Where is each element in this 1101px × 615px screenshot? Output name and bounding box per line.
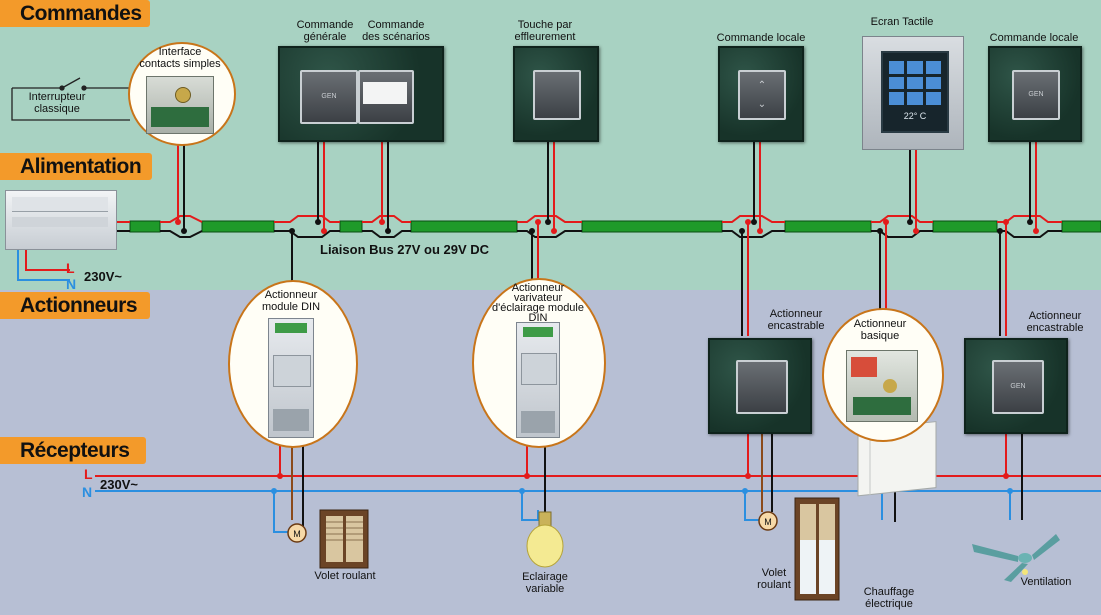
actionneur-encastrable-2-label: Actionneur encastrable [1026, 310, 1084, 334]
shutter-icon [794, 497, 840, 601]
commande-locale-2-label: Commande locale [989, 32, 1079, 44]
touch-key[interactable] [533, 70, 581, 120]
actionneur-encastrable-1-label: Actionneur encastrable [767, 308, 825, 332]
recv-N-label: N [82, 484, 93, 500]
eclairage-label: Eclairage variable [522, 571, 568, 595]
local-key-1[interactable]: ⌃ ⌄ [738, 70, 786, 120]
section-recepteurs: Récepteurs [0, 437, 146, 464]
touche-label: Touche par effleurement [514, 19, 576, 43]
power-N-label: N [66, 276, 77, 292]
shutter-icon [319, 509, 369, 569]
ecran-tactile-device: 22° C [862, 36, 964, 150]
actionneur-encastrable-2-plate: GEN [964, 338, 1068, 434]
ecran-label: Ecran Tactile [870, 16, 934, 28]
recv-voltage: 230V~ [100, 477, 138, 492]
encastrable-key-2[interactable]: GEN [992, 360, 1044, 414]
commande-scenarios-label: Commande des scénarios [362, 19, 430, 43]
gen-key[interactable]: GEN [300, 70, 358, 124]
commande-locale-2-plate: GEN [988, 46, 1082, 142]
ecran-screen[interactable]: 22° C [881, 51, 949, 133]
touche-plate [513, 46, 599, 142]
power-supply [5, 190, 117, 250]
fan-icon [972, 534, 1060, 582]
commande-locale-1-plate: ⌃ ⌄ [718, 46, 804, 142]
local-key-2[interactable]: GEN [1012, 70, 1060, 120]
volet-roulant-1-label: Volet roulant [314, 570, 376, 582]
interface-label: Interface contacts simples [139, 46, 221, 70]
interrupteur-label: Interrupteur classique [20, 91, 94, 115]
actionneur-basique-label: Actionneur basique [853, 318, 907, 342]
ecran-temperature: 22° C [903, 111, 927, 121]
section-alimentation: Alimentation [0, 153, 152, 180]
interface-module [146, 76, 214, 134]
actionneur-encastrable-1-plate [708, 338, 812, 434]
ventilation-label: Ventilation [1020, 576, 1072, 588]
scenario-key[interactable] [358, 70, 414, 124]
bus-line [129, 220, 1101, 233]
ecran-icons [889, 61, 941, 105]
basique-module [846, 350, 918, 422]
motor-label-1: M [293, 529, 301, 539]
motor-label-2: M [764, 517, 772, 527]
section-commandes: Commandes [0, 0, 150, 27]
din-module-1 [268, 318, 314, 438]
commande-generale-plate: GEN [278, 46, 444, 142]
encastrable-key-1[interactable] [736, 360, 788, 414]
commande-locale-1-label: Commande locale [716, 32, 806, 44]
volet-roulant-2-label: Volet roulant [757, 567, 791, 591]
actionneur-variateur-label: Actionneur varivateur d'éclairage module… [492, 282, 584, 324]
bus-label: Liaison Bus 27V ou 29V DC [320, 242, 490, 257]
section-actionneurs: Actionneurs [0, 292, 150, 319]
commande-generale-label: Commande générale [296, 19, 354, 43]
din-module-2 [516, 322, 560, 438]
power-voltage: 230V~ [84, 269, 122, 284]
recv-L-label: L [84, 466, 93, 482]
motor-icon [287, 511, 778, 543]
chauffage-label: Chauffage électrique [863, 586, 915, 610]
actionneur-din-label: Actionneur module DIN [261, 289, 321, 313]
power-L-label: L [66, 260, 75, 276]
light-bulb-icon [526, 511, 564, 568]
